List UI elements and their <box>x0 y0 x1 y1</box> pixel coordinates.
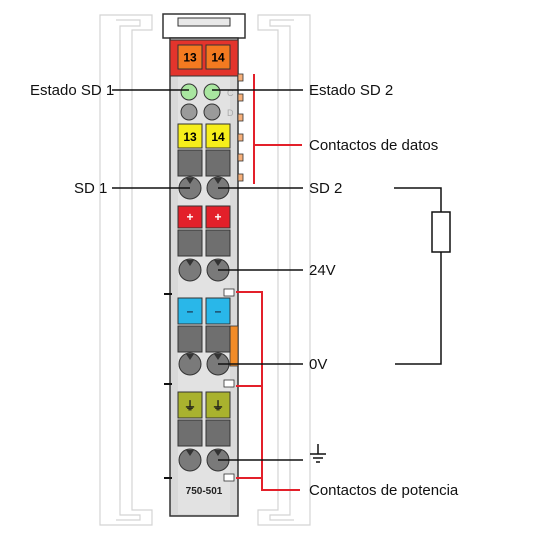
ground-symbol <box>310 444 326 463</box>
plus-left-label: + <box>186 210 193 224</box>
top-connector-right <box>205 44 231 70</box>
clamp-ground-left <box>178 448 202 472</box>
plus-markers: + + <box>177 205 231 229</box>
top-clip <box>162 13 246 39</box>
data-contacts-bracket <box>253 74 302 184</box>
clamp-24v-left <box>178 258 202 282</box>
top-connector-left-label: 13 <box>183 51 197 65</box>
led-row-1-letter: C <box>227 88 234 98</box>
led-row-2-letter: D <box>227 108 234 118</box>
data-terminal-right-label: 14 <box>211 130 225 144</box>
plus-right-label: + <box>214 210 221 224</box>
power-contacts-bracket <box>236 291 300 491</box>
ground-markers: ⏚ ⏚ <box>177 391 231 419</box>
top-connector: 13 14 <box>169 39 239 77</box>
clamp-0v-left <box>178 352 202 376</box>
external-load-circuit <box>394 187 451 365</box>
ground-left-label: ⏚ <box>184 399 196 413</box>
led-unused-2 <box>203 103 221 121</box>
part-number: 750-501 <box>186 486 223 497</box>
led-row-2: D <box>180 103 234 121</box>
top-connector-right-label: 14 <box>211 51 225 65</box>
ground-right-label: ⏚ <box>212 399 224 413</box>
led-status-sd2 <box>203 83 221 101</box>
data-terminal-markers: 13 14 <box>177 123 231 149</box>
label-sd2: SD 2 <box>309 180 342 197</box>
label-estado-sd2: Estado SD 2 <box>309 82 393 99</box>
label-contactos-potencia: Contactos de potencia <box>309 482 459 499</box>
top-connector-left <box>177 44 203 70</box>
terminal-block-4 <box>177 419 231 472</box>
label-contactos-datos: Contactos de datos <box>309 137 438 154</box>
label-estado-sd1: Estado SD 1 <box>30 82 114 99</box>
label-sd1: SD 1 <box>74 180 107 197</box>
load-resistor <box>431 211 451 253</box>
leader-lines <box>112 89 303 461</box>
led-row-1: C <box>180 83 234 101</box>
led-unused-1 <box>180 103 198 121</box>
label-24v: 24V <box>309 262 336 279</box>
data-terminal-left-label: 13 <box>183 130 197 144</box>
minus-left-label: – <box>187 304 194 318</box>
data-contact-tabs <box>237 73 244 182</box>
led-status-sd1 <box>180 83 198 101</box>
minus-right-label: – <box>215 304 222 318</box>
terminal-block-3 <box>177 325 231 376</box>
minus-markers: – – <box>177 297 231 325</box>
left-ticks <box>164 293 172 479</box>
label-0v: 0V <box>309 356 327 373</box>
